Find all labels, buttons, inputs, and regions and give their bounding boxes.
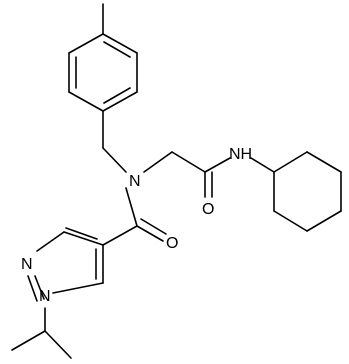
atom-labels: N NH O O N N — [21, 146, 252, 305]
bond-co-pyrazole — [102, 225, 138, 246]
atom-label-amide-n: N — [129, 173, 141, 190]
atom-label-glycine-o: O — [202, 201, 214, 218]
bond-ring-a-double-1 — [103, 41, 131, 58]
bond-cy-1 — [273, 151, 308, 173]
bond-ch2-n — [102, 147, 127, 173]
atom-label-pyrazole-n2: N — [21, 256, 33, 273]
bond-n-ch2 — [143, 151, 173, 173]
atom-label-pyrazole-n1: N — [39, 288, 51, 305]
bond-cy-4 — [306, 210, 342, 232]
bond-ring-a-double-2 — [103, 87, 131, 104]
bond-pz-n1-c5 — [52, 282, 104, 294]
bond-ring-a3 — [102, 91, 138, 112]
bond-iprop-me2 — [44, 330, 72, 359]
bond-cy-5 — [273, 210, 308, 232]
bond-n-co — [125, 187, 138, 227]
atom-label-nh: NH — [229, 146, 252, 163]
bond-co2-o-1 — [136, 225, 164, 242]
bond-pz-c4-c3-double — [65, 227, 98, 240]
bond-pz-c4-c3 — [63, 231, 104, 246]
bond-pz-c3-n2 — [36, 231, 65, 252]
bond-ring-a1 — [102, 33, 138, 54]
bond-ch2-co — [171, 151, 206, 173]
bond-pz-n2-n1-b — [34, 275, 45, 300]
bond-ring-a6 — [68, 33, 104, 54]
bond-cy-2 — [306, 151, 342, 173]
atom-label-pyrazole-carbonyl-o: O — [166, 235, 178, 252]
bond-pz-n2-n1-a — [27, 275, 38, 302]
bond-nh-cy — [250, 157, 275, 173]
bond-co-nh — [204, 157, 231, 173]
bond-layer — [11, 3, 342, 359]
bond-iprop-me1 — [11, 330, 46, 351]
bond-co2-o-2 — [140, 218, 167, 235]
bond-ring-a4 — [68, 91, 104, 112]
